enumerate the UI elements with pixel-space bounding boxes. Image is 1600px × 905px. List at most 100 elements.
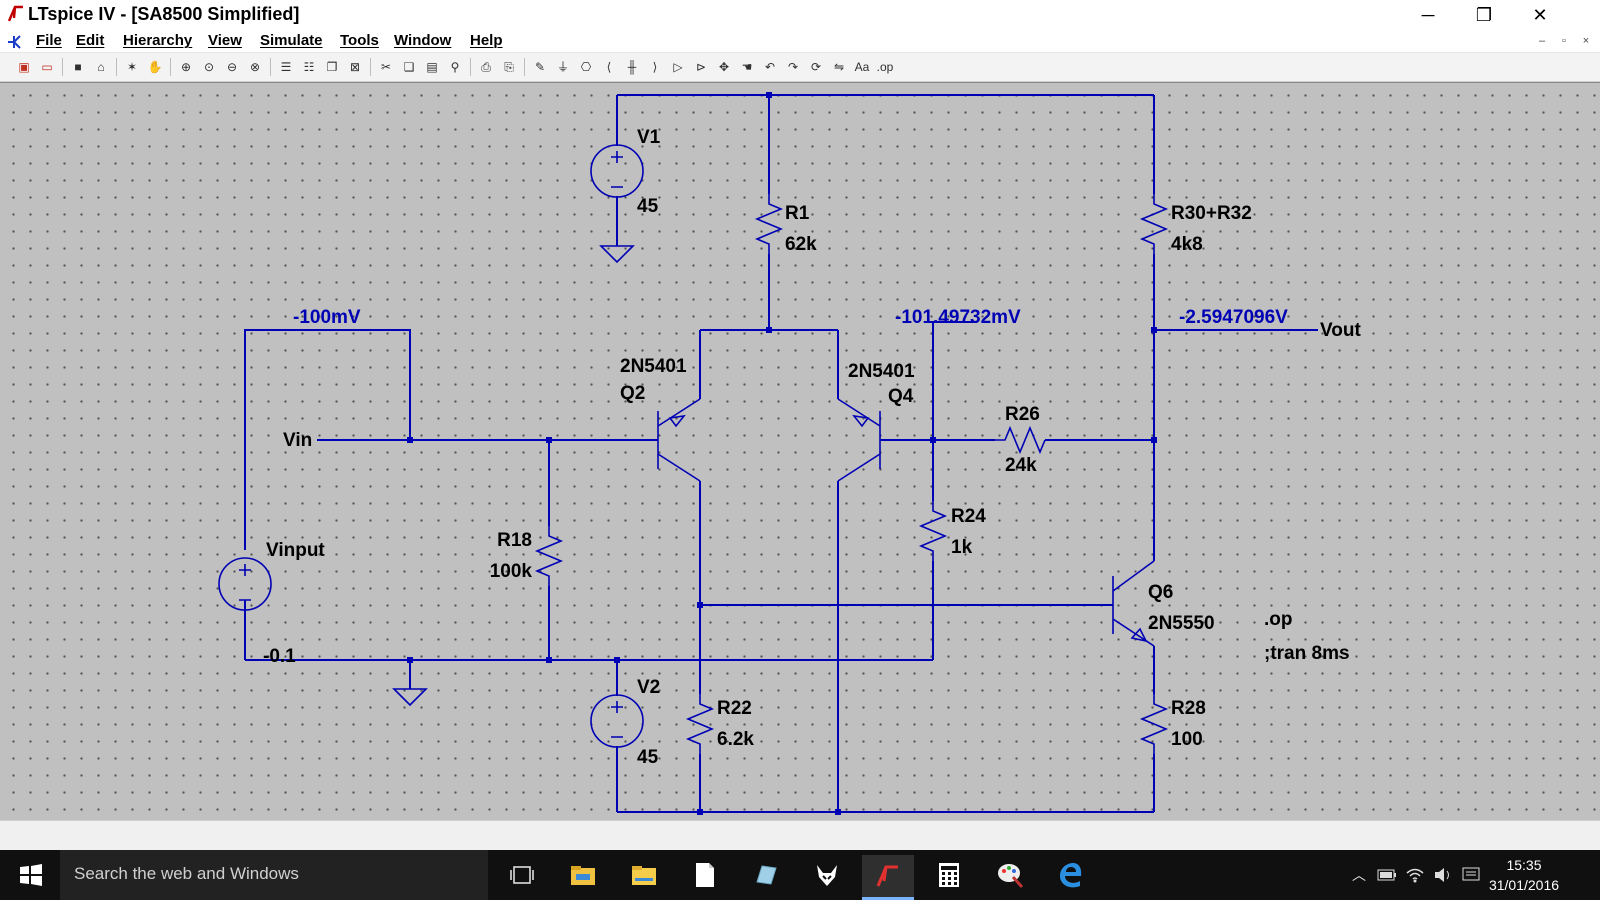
run-icon[interactable]: ✶ (126, 60, 138, 74)
r22-value-label: 6.2k (717, 729, 754, 750)
taskbar-file-explorer[interactable] (557, 855, 609, 895)
label-net-icon[interactable]: ⎔ (580, 60, 592, 74)
halt-icon[interactable]: ✋ (147, 60, 163, 74)
schematic-drawing: V1 45 V2 45 Vinput -0.1 R1 62k R30+R32 4… (218, 92, 1361, 815)
search-placeholder: Search the web and Windows (74, 864, 299, 883)
schematic-doc-icon[interactable] (6, 32, 24, 50)
taskbar-calculator[interactable] (923, 855, 975, 895)
diode-icon[interactable]: ▷ (673, 60, 683, 74)
capacitor-icon[interactable]: ╫ (627, 60, 637, 74)
menu-hierarchy[interactable]: Hierarchy (123, 32, 193, 49)
resistor-r22[interactable] (685, 694, 715, 754)
taskbar-paint[interactable] (984, 855, 1036, 895)
save-icon[interactable]: ■ (74, 60, 82, 74)
wifi-icon[interactable] (1404, 864, 1426, 886)
pan-icon[interactable]: ⊙ (203, 60, 215, 74)
battery-icon[interactable] (1376, 864, 1398, 886)
resistor-r30[interactable] (1139, 194, 1169, 254)
taskbar-edge[interactable] (1045, 855, 1097, 895)
menu-simulate[interactable]: Simulate (260, 32, 323, 49)
zoom-in-icon[interactable]: ⊕ (180, 60, 192, 74)
spice-directive-icon[interactable]: .op (876, 60, 894, 74)
show-hidden-icons-button[interactable]: ︿ (1348, 864, 1370, 886)
voltage-source-vinput[interactable] (218, 557, 272, 611)
system-clock[interactable]: 15:35 31/01/2016 (1484, 855, 1564, 895)
print-icon[interactable]: ⎘ (504, 60, 514, 74)
menu-tools[interactable]: Tools (340, 32, 379, 49)
volume-icon[interactable] (1432, 864, 1454, 886)
taskbar-document[interactable] (679, 855, 731, 895)
taskbar: Search the web and Windows ︿ 15:3 (0, 850, 1600, 900)
r26-value-label: 24k (1005, 455, 1037, 476)
component-icon[interactable]: ⊳ (695, 60, 707, 74)
clock-date: 31/01/2016 (1488, 877, 1560, 893)
close-window-icon[interactable]: ⊠ (349, 60, 361, 74)
toolbar-separator (62, 58, 63, 76)
open-icon[interactable]: ▭ (41, 60, 53, 74)
minimize-button[interactable]: ─ (1400, 0, 1456, 30)
control-panel-icon[interactable]: ⌂ (97, 60, 105, 74)
paint-icon (998, 864, 1024, 889)
menu-view[interactable]: View (208, 32, 242, 49)
find-icon[interactable]: ⚲ (450, 60, 460, 74)
search-box[interactable]: Search the web and Windows (60, 850, 488, 900)
draw-wire-icon[interactable]: ✎ (534, 60, 546, 74)
zoom-fit-icon[interactable]: ⊗ (249, 60, 261, 74)
text-icon[interactable]: Aa (854, 60, 870, 74)
resistor-r18[interactable] (534, 526, 564, 586)
r24-value-label: 1k (951, 537, 973, 558)
resistor-icon[interactable]: ⟨ (606, 60, 612, 74)
menu-edit[interactable]: Edit (76, 32, 105, 49)
close-button[interactable]: ✕ (1512, 0, 1568, 30)
taskbar-app[interactable] (740, 855, 792, 895)
q6-model-label: 2N5550 (1148, 613, 1215, 634)
voltage-source-v2[interactable] (590, 694, 644, 748)
ltspice-logo-icon (7, 5, 23, 22)
inductor-icon[interactable]: ⟩ (652, 60, 658, 74)
restore-button[interactable]: ❐ (1456, 0, 1512, 30)
task-view-button[interactable] (496, 855, 548, 895)
cut-icon[interactable]: ✂ (380, 60, 392, 74)
print-setup-icon[interactable]: ⎙ (481, 60, 491, 74)
mdi-restore-button[interactable]: ▫ (1562, 35, 1566, 47)
op-directive[interactable]: .op (1264, 609, 1293, 630)
task-view-icon (510, 866, 534, 884)
mdi-close-button[interactable]: × (1582, 35, 1590, 47)
cascade-icon[interactable]: ❐ (326, 60, 338, 74)
tran-directive[interactable]: ;tran 8ms (1264, 643, 1350, 664)
menu-window[interactable]: Window (394, 32, 452, 49)
resistor-r1[interactable] (754, 194, 784, 254)
voltage-source-v1[interactable] (590, 144, 644, 198)
tile-horizontal-icon[interactable]: ☰ (280, 60, 292, 74)
paste-icon[interactable]: ▤ (426, 60, 438, 74)
resistor-r26[interactable] (995, 425, 1046, 455)
copy-icon[interactable]: ❏ (403, 60, 415, 74)
drag-icon[interactable]: ☚ (741, 60, 753, 74)
rotate-icon[interactable]: ⟳ (810, 60, 822, 74)
schematic-canvas[interactable]: V1 45 V2 45 Vinput -0.1 R1 62k R30+R32 4… (0, 82, 1600, 821)
zoom-out-icon[interactable]: ⊖ (226, 60, 238, 74)
feedback-voltage-label: -101.49732mV (895, 307, 1021, 328)
undo-icon[interactable]: ↶ (764, 60, 776, 74)
r24-name-label: R24 (951, 506, 986, 527)
action-center-icon[interactable] (1460, 864, 1482, 886)
resistor-r28[interactable] (1139, 694, 1169, 754)
ground-icon[interactable]: ⏚ (556, 60, 569, 74)
new-schematic-icon[interactable]: ▣ (18, 60, 30, 74)
taskbar-ltspice[interactable] (862, 855, 914, 900)
menu-help[interactable]: Help (470, 32, 503, 49)
mirror-icon[interactable]: ⇋ (833, 60, 845, 74)
resistor-r24[interactable] (918, 501, 948, 561)
taskbar-fox-app[interactable] (801, 855, 853, 895)
move-icon[interactable]: ✥ (718, 60, 730, 74)
fox-app-icon (817, 865, 837, 886)
redo-icon[interactable]: ↷ (787, 60, 799, 74)
mdi-minimize-button[interactable]: – (1538, 35, 1546, 47)
toolbar-separator (116, 58, 117, 76)
clock-time: 15:35 (1506, 857, 1542, 873)
taskbar-folder[interactable] (618, 855, 670, 895)
start-button[interactable] (0, 850, 60, 900)
v1-name-label: V1 (637, 127, 661, 148)
menu-file[interactable]: File (36, 32, 62, 49)
tile-vertical-icon[interactable]: ☷ (303, 60, 315, 74)
